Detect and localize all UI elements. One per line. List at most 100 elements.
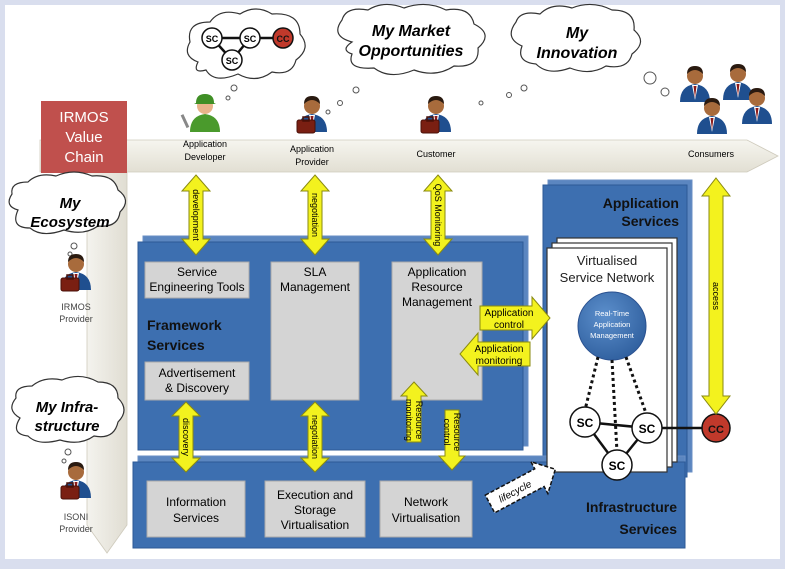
management-links <box>583 356 649 453</box>
cloud-market-line-2: Opportunities <box>359 43 464 60</box>
actor-developer-line-1: Application <box>183 139 227 149</box>
application-monitoring-line-2: monitoring <box>476 356 523 367</box>
actor-developer-line-2: Developer <box>184 152 225 162</box>
framework-services-line-2: Services <box>147 337 205 353</box>
rtam-line-3: Management <box>590 331 635 340</box>
application-services-line-2: Services <box>621 213 679 229</box>
infrastructure-services-line-2: Services <box>619 521 677 537</box>
actor-irmos-provider-line-1: IRMOS <box>61 302 91 312</box>
application-control-arrow <box>479 295 551 341</box>
arm-line-3: Management <box>402 295 473 309</box>
application-control-line-2: control <box>494 320 524 331</box>
information-services-line-2: Services <box>173 511 219 525</box>
cloud-cc-node-label: CC <box>277 34 290 44</box>
sc-node-left: SC <box>569 406 601 438</box>
cloud-sc-node-2-label: SC <box>244 34 257 44</box>
application-monitoring-arrow <box>459 331 531 377</box>
real-time-application-management: Real-Time Application Management <box>577 291 647 361</box>
advertisement-line-2: & Discovery <box>165 381 229 395</box>
value-chain-arrow <box>39 139 779 173</box>
chain-title-line-2: Value <box>65 129 102 146</box>
access-arrow <box>700 177 732 415</box>
access-label: access <box>711 282 721 311</box>
actor-customer: Customer <box>416 149 455 159</box>
advertisement-discovery-box: Advertisement & Discovery <box>144 361 250 401</box>
discovery-label: discovery <box>181 418 191 457</box>
service-engineering-tools-box: Service Engineering Tools <box>144 261 250 299</box>
cloud-cc-node: CC <box>272 27 294 49</box>
sc-node-bottom: SC <box>601 449 633 481</box>
service-engineering-line-1: Service <box>177 265 217 279</box>
sla-management-box: SLA Management <box>270 261 360 401</box>
network-virtualisation-box: Network Virtualisation <box>379 480 473 538</box>
negotiation-top-label: negotiation <box>310 193 320 237</box>
resource-control-line-2: control <box>442 418 452 445</box>
chain-title-line-3: Chain <box>64 149 103 166</box>
development-arrow <box>180 174 212 256</box>
cloud-sc-network: SC SC SC CC <box>186 8 306 80</box>
actor-provider-line-2: Provider <box>295 157 329 167</box>
service-engineering-line-2: Engineering Tools <box>149 280 244 294</box>
execution-storage-box: Execution and Storage Virtualisation <box>264 480 366 538</box>
actor-consumers: Consumers <box>688 149 735 159</box>
cloud-sc-node-3-label: SC <box>226 56 239 66</box>
negotiation-bottom-label: negotiation <box>310 415 320 459</box>
cloud-sc-node-1-label: SC <box>206 34 219 44</box>
application-control-line-1: Application <box>485 308 534 319</box>
application-resource-management-box: Application Resource Management <box>391 261 483 401</box>
arm-line-1: Application <box>408 265 467 279</box>
cc-node-label: CC <box>708 424 724 436</box>
execution-storage-line-3: Virtualisation <box>281 518 349 532</box>
cloud-innovation-line-1: My <box>566 25 589 42</box>
cloud-my-infrastructure: My Infra- structure <box>11 375 125 443</box>
cloud-market-opportunities: My Market Opportunities <box>337 3 486 76</box>
infrastructure-services-line-1: Infrastructure <box>586 499 677 515</box>
sc-node-right-label: SC <box>639 422 656 436</box>
network-virtualisation-line-1: Network <box>404 495 449 509</box>
resource-monitoring-line-2: monitoring <box>404 399 414 441</box>
qos-monitoring-label: QoS Monitoring <box>433 184 443 247</box>
irmos-value-chain-label: IRMOS Value Chain <box>41 101 127 173</box>
application-services-line-1: Application <box>603 195 679 211</box>
cloud-innovation-line-2: Innovation <box>537 45 618 62</box>
cloud-market-line-1: My Market <box>372 23 451 40</box>
execution-storage-line-1: Execution and <box>277 488 353 502</box>
cloud-ecosystem-line-2: Ecosystem <box>30 214 109 231</box>
resource-monitoring-line-1: Resource <box>414 401 424 440</box>
framework-services-line-1: Framework <box>147 317 222 333</box>
cloud-my-ecosystem: My Ecosystem <box>8 171 127 235</box>
cloud-sc-node-1: SC <box>201 27 223 49</box>
advertisement-line-1: Advertisement <box>159 366 236 380</box>
cloud-sc-node-3: SC <box>221 49 243 71</box>
information-services-line-1: Information <box>166 495 226 509</box>
vsn-line-2: Service Network <box>560 270 655 285</box>
information-services-box: Information Services <box>146 480 246 538</box>
actor-provider-line-1: Application <box>290 144 334 154</box>
vsn-line-1: Virtualised <box>577 253 637 268</box>
negotiation-bottom-arrow <box>299 401 331 473</box>
network-virtualisation-line-2: Virtualisation <box>392 511 460 525</box>
resource-control-line-1: Resource <box>452 413 462 452</box>
cc-node: CC <box>701 413 731 443</box>
cloud-infrastructure-line-1: My Infra- <box>36 399 99 416</box>
actor-isoni-provider-line-2: Provider <box>59 524 93 534</box>
sc-node-left-label: SC <box>577 416 594 430</box>
qos-monitoring-arrow <box>422 174 454 256</box>
resource-control-arrow <box>437 409 467 471</box>
cloud-infrastructure-line-2: structure <box>34 418 99 435</box>
sla-management-line-1: SLA <box>304 265 327 279</box>
sc-node-right: SC <box>631 412 663 444</box>
execution-storage-line-2: Storage <box>294 503 336 517</box>
sla-management-line-2: Management <box>280 280 351 294</box>
application-monitoring-line-1: Application <box>475 344 524 355</box>
actor-irmos-provider-line-2: Provider <box>59 314 93 324</box>
actor-isoni-provider-line-1: ISONI <box>64 512 89 522</box>
chain-title-line-1: IRMOS <box>59 109 108 126</box>
rtam-line-2: Application <box>594 320 631 329</box>
cloud-sc-node-2: SC <box>239 27 261 49</box>
resource-monitoring-arrow <box>399 381 429 443</box>
cloud-ecosystem-line-1: My <box>60 195 81 212</box>
rtam-line-1: Real-Time <box>595 309 629 318</box>
